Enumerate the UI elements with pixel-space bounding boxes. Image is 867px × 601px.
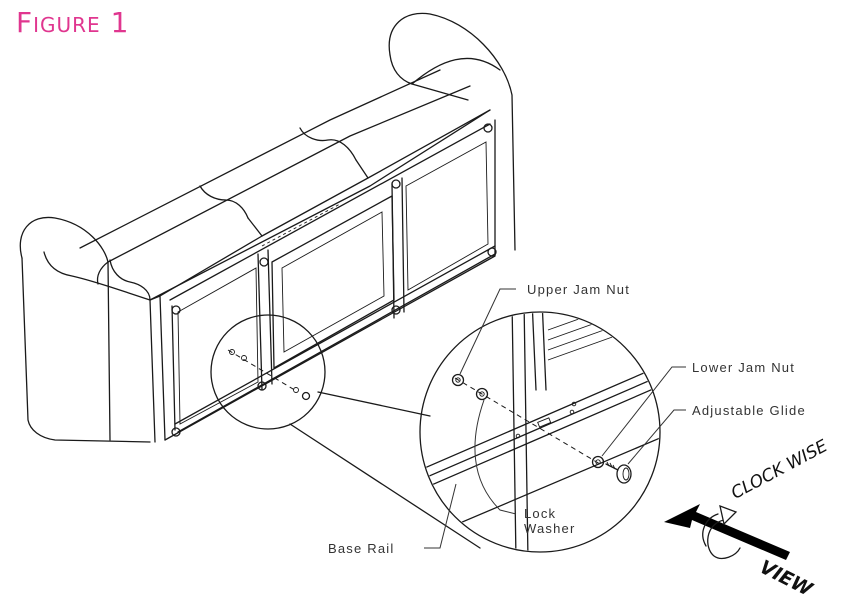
label-upper-jam-nut: Upper Jam Nut [527, 282, 631, 297]
detail-connector-top [317, 391, 431, 417]
label-adjustable-glide: Adjustable Glide [692, 403, 806, 418]
leader-upper-jam-nut [459, 288, 516, 375]
diagram-line-art [19, 12, 790, 560]
leader-lock-washer [474, 399, 517, 515]
label-lock-washer: Lock Washer [524, 506, 576, 536]
view-direction-arrow [664, 504, 790, 560]
leader-lower-jam-nut [601, 366, 686, 457]
detail-callout-circle-small [210, 314, 326, 430]
clockwise-rotation-icon [702, 504, 741, 560]
leader-adjustable-glide [627, 409, 686, 465]
detail-connector-bottom [289, 423, 481, 549]
label-base-rail: Base Rail [328, 541, 395, 556]
label-lock-washer-line2: Washer [524, 521, 576, 536]
assembly-diagram: Figure 1 [16, 6, 831, 601]
leader-base-rail [424, 483, 457, 549]
label-lock-washer-line1: Lock [524, 506, 557, 521]
figure-title: Figure 1 [16, 6, 130, 39]
label-lower-jam-nut: Lower Jam Nut [692, 360, 796, 375]
sofa-illustration [19, 12, 516, 443]
